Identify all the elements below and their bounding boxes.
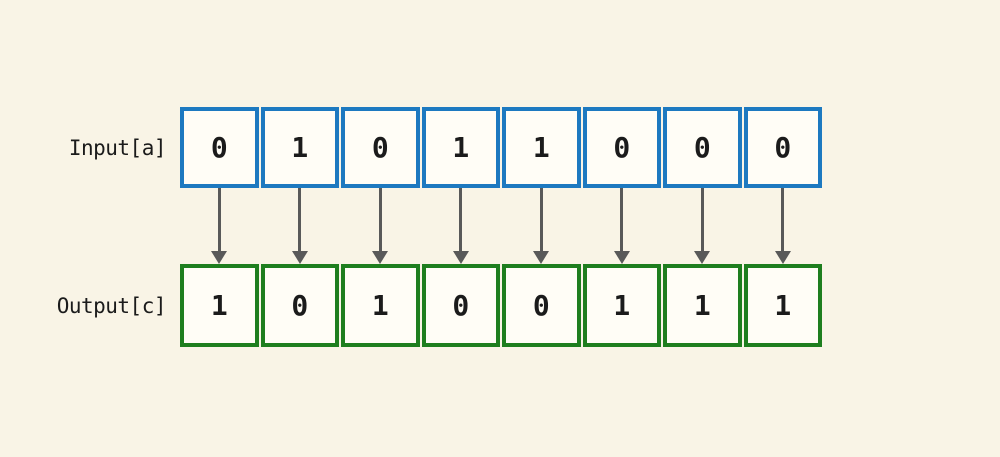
down-arrow-icon [341, 188, 420, 264]
down-arrow-icon [663, 188, 742, 264]
arrow-shaft [217, 188, 221, 252]
input-cell-4: 1 [502, 107, 581, 188]
output-cell-5: 1 [582, 264, 661, 347]
input-cell-5: 0 [582, 107, 661, 188]
output-cell-6: 1 [663, 264, 742, 347]
input-cell-0: 0 [180, 107, 259, 188]
input-cell-2: 0 [341, 107, 420, 188]
arrow-head [291, 251, 308, 264]
arrow-head [694, 251, 711, 264]
arrow-head [774, 251, 791, 264]
output-cell-2: 1 [341, 264, 420, 347]
output-cell-1: 0 [260, 264, 339, 347]
output-cell-4: 0 [502, 264, 581, 347]
arrow-shaft [298, 188, 302, 252]
arrow-shaft [620, 188, 624, 252]
mapping-arrows [180, 188, 822, 264]
arrow-shaft [781, 188, 785, 252]
arrow-shaft [459, 188, 463, 252]
arrow-shaft [700, 188, 704, 252]
down-arrow-icon [502, 188, 581, 264]
output-cell-0: 1 [180, 264, 259, 347]
down-arrow-icon [180, 188, 259, 264]
arrow-shaft [539, 188, 543, 252]
input-cell-6: 0 [663, 107, 742, 188]
output-cell-7: 1 [743, 264, 822, 347]
down-arrow-icon [422, 188, 501, 264]
input-cell-1: 1 [260, 107, 339, 188]
input-cell-3: 1 [421, 107, 500, 188]
arrow-head [613, 251, 630, 264]
down-arrow-icon [583, 188, 662, 264]
arrow-shaft [378, 188, 382, 252]
input-cell-7: 0 [743, 107, 822, 188]
output-cell-3: 0 [421, 264, 500, 347]
output-row-label: Output[c] [56, 293, 167, 318]
input-row-label: Input[a] [68, 135, 167, 160]
arrow-head [211, 251, 228, 264]
arrow-head [372, 251, 389, 264]
arrow-head [452, 251, 469, 264]
down-arrow-icon [744, 188, 823, 264]
arrow-head [533, 251, 550, 264]
down-arrow-icon [261, 188, 340, 264]
